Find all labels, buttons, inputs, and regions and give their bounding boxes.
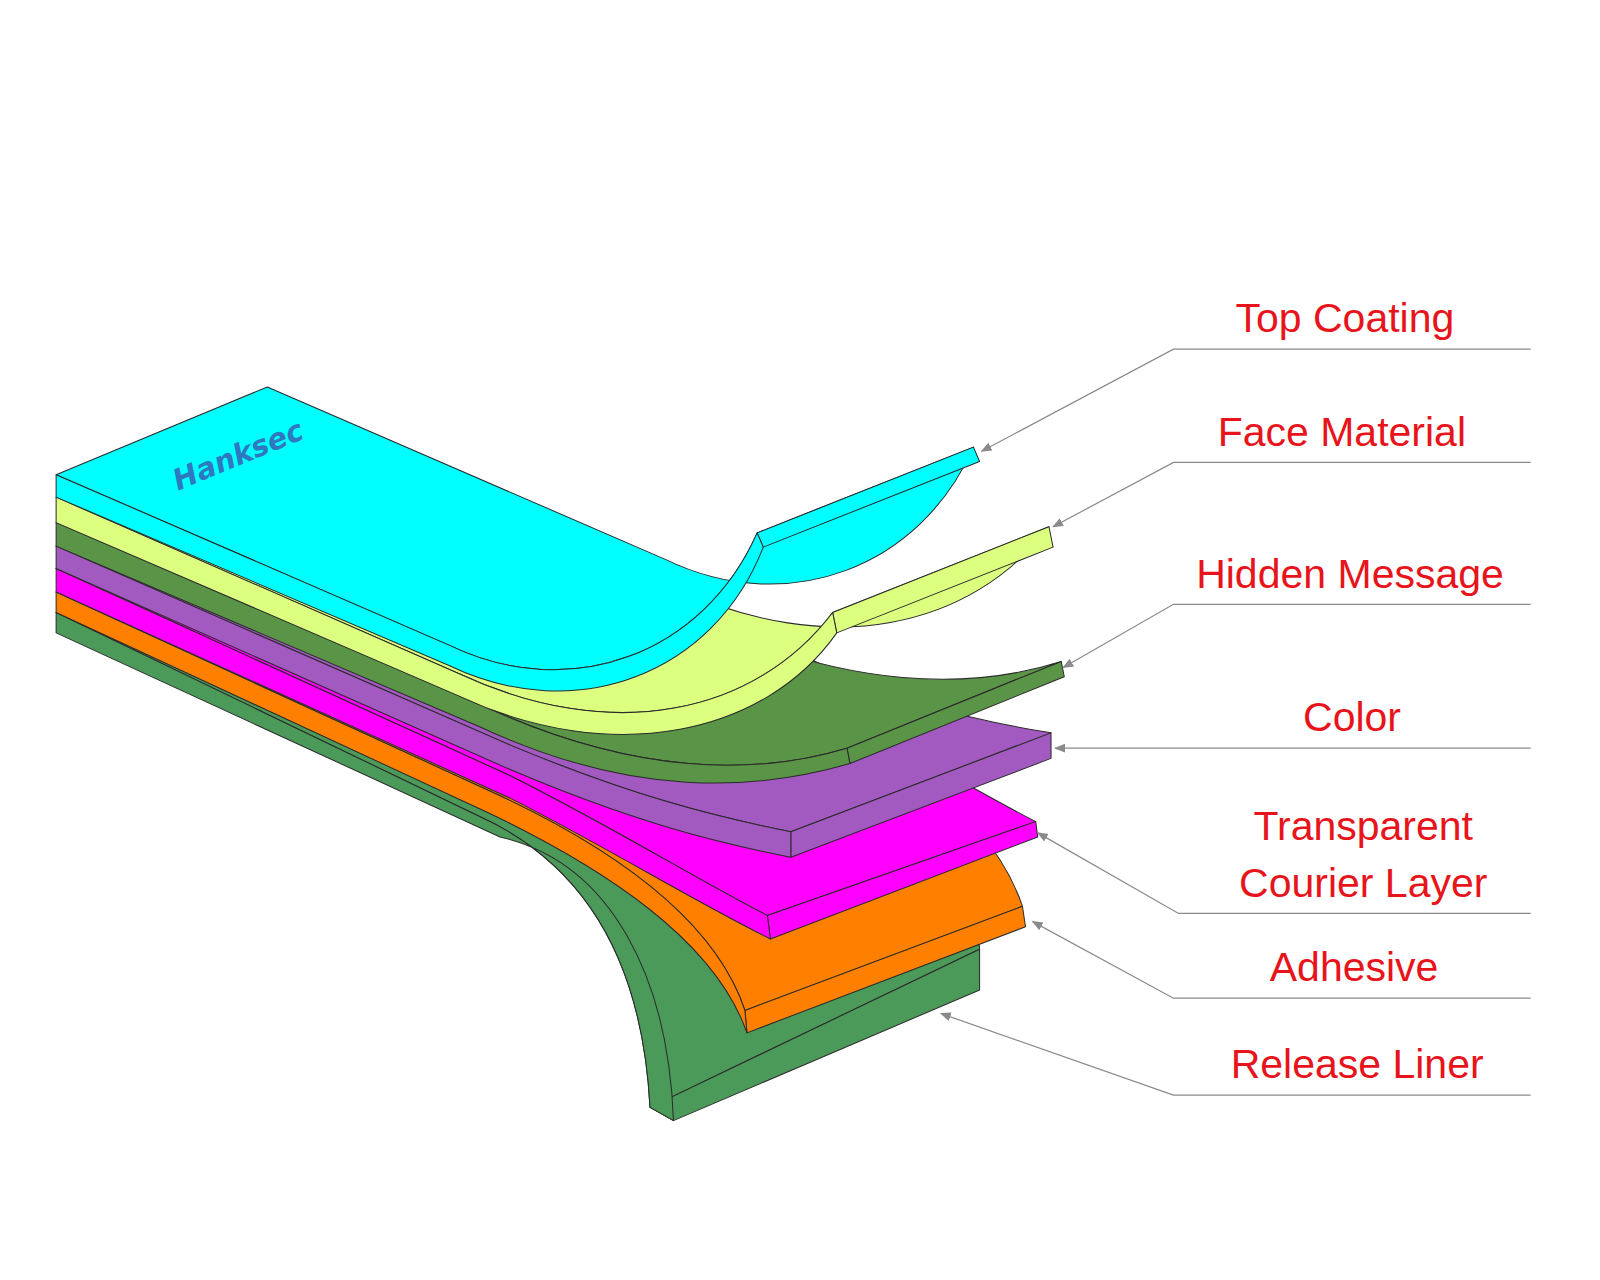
leader-lines	[941, 349, 1531, 1095]
layer-label: Adhesive	[1270, 939, 1439, 996]
layer-label: Color	[1303, 689, 1401, 746]
layer-label: Hidden Message	[1196, 546, 1504, 603]
layer-label: Top Coating	[1235, 290, 1454, 347]
layer-label: Face Material	[1218, 404, 1466, 461]
layer-label: Transparent Courier Layer	[1203, 798, 1523, 911]
top-coating-layer	[56, 387, 979, 691]
layer-label: Release Liner	[1231, 1036, 1484, 1093]
